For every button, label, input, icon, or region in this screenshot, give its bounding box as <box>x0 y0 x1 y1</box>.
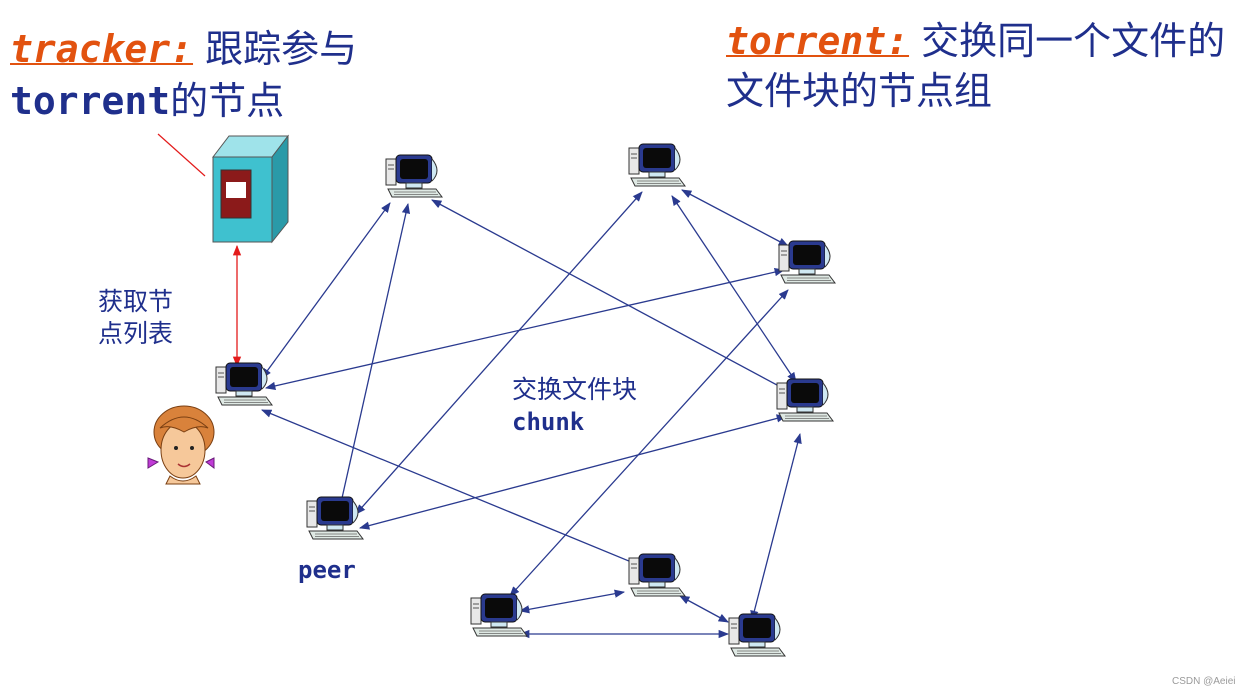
tracker-desc-line1: 跟踪参与 <box>205 27 358 71</box>
computer-icon <box>470 593 528 637</box>
link-f-g <box>358 414 788 530</box>
tracker-title-line2: torrent的节点 <box>10 78 284 124</box>
torrent-desc-line2: 文件块的节点组 <box>726 69 993 113</box>
torrent-desc-line1: 交换同一个文件的 <box>921 19 1226 63</box>
computer-icon <box>728 613 786 657</box>
tracker-title: tracker: 跟踪参与 <box>10 26 357 72</box>
computer-icon <box>628 143 686 187</box>
computer-icon <box>778 240 836 284</box>
tracker-server-icon <box>211 134 290 244</box>
watermark: CSDN @Aeiei <box>1172 676 1236 687</box>
torrent-title: torrent: 交换同一个文件的 <box>726 18 1225 64</box>
computer-icon <box>628 553 686 597</box>
tracker-pointer-line <box>157 133 206 177</box>
peer-links <box>261 189 802 639</box>
computer-icon <box>306 496 364 540</box>
link-a-h <box>261 409 642 567</box>
girl-user-icon <box>147 405 215 485</box>
link-c-f <box>671 195 797 383</box>
torrent-keyword: torrent: <box>726 19 910 63</box>
link-h-j <box>679 595 729 623</box>
computer-icon <box>385 154 443 198</box>
tracker-desc-line2: 的节点 <box>170 79 285 123</box>
get-peer-list-line2: 点列表 <box>98 319 174 348</box>
link-f-j <box>750 432 802 622</box>
link-c-e <box>681 189 789 247</box>
link-b-f <box>431 199 791 393</box>
get-peer-list-label: 获取节 点列表 <box>98 286 173 350</box>
link-b-g <box>337 202 411 509</box>
link-i-h <box>518 589 626 614</box>
tracker-keyword: tracker: <box>10 27 194 71</box>
computer-icon <box>215 362 273 406</box>
get-peer-list-line1: 获取节 <box>98 287 174 316</box>
computer-icon <box>776 378 834 422</box>
link-a-e <box>264 268 786 390</box>
link-e-i <box>509 289 789 597</box>
tracker-torrent-keyword: torrent <box>10 79 171 123</box>
